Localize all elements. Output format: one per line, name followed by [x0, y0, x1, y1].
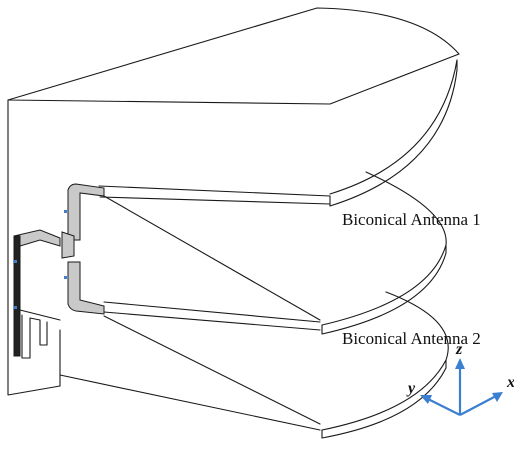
antenna-1-upper-cone — [99, 196, 331, 205]
antenna-2-diagonal — [103, 315, 321, 425]
top-disk-upper-edge — [329, 59, 458, 195]
axis-z-label: z — [456, 341, 463, 358]
x-axis-arrow — [459, 395, 497, 416]
antenna-1-label: Biconical Antenna 1 — [342, 210, 481, 229]
antenna-2-label: Biconical Antenna 2 — [342, 329, 481, 348]
z-arrow-head — [455, 358, 465, 369]
top-disk-front-line — [98, 185, 331, 197]
bottom-disk-thickness — [321, 359, 447, 439]
housing-side-face — [7, 99, 61, 396]
lower-plate-outline — [19, 309, 61, 376]
bottom-disk-upper-edge — [321, 291, 449, 431]
feed-point-markers — [14, 210, 67, 309]
middle-disk-upper-edge — [321, 171, 447, 326]
housing-top-face — [7, 7, 460, 105]
top-disk-thickness — [329, 59, 458, 207]
antenna-1-lower-cone — [103, 301, 321, 323]
axis-y-label: y — [408, 380, 416, 397]
antenna-1-diagonal — [103, 195, 321, 321]
x-arrow-head — [492, 392, 503, 402]
axis-x-label: x — [507, 375, 514, 391]
middle-disk-thickness — [321, 244, 447, 335]
y-arrow-head — [420, 395, 432, 404]
connector-edge — [13, 235, 21, 357]
y-axis-arrow — [427, 398, 461, 416]
antenna-2-upper-cone — [103, 311, 321, 331]
housing-bottom-edge — [59, 374, 321, 431]
feed-bracket — [13, 183, 105, 331]
connector-base — [21, 314, 48, 359]
coordinate-axes — [420, 358, 503, 416]
